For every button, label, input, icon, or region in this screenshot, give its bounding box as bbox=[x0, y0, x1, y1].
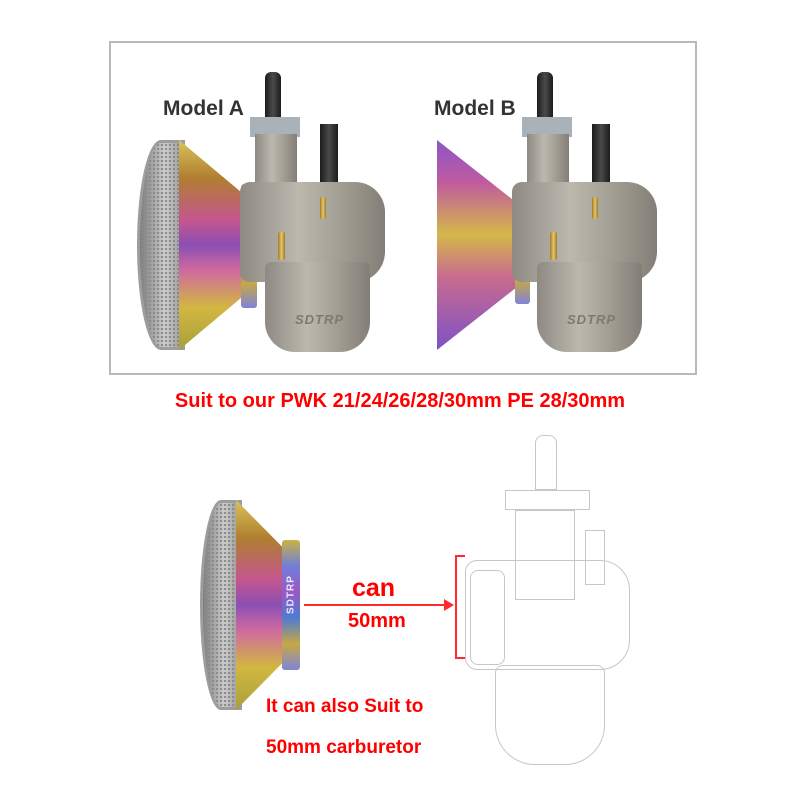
model-a-label: Model A bbox=[163, 97, 244, 120]
compatibility-headline: Suit to our PWK 21/24/26/28/30mm PE 28/3… bbox=[174, 390, 626, 412]
sketch-choke-cap bbox=[535, 435, 557, 490]
model-a-carburetor: SDTRP bbox=[240, 72, 400, 362]
mounting-ring: SDTRP bbox=[282, 540, 300, 670]
brass-fitting bbox=[550, 232, 557, 260]
sketch-inlet bbox=[470, 570, 505, 665]
float-bowl bbox=[265, 262, 370, 352]
carburetor-sketch bbox=[455, 435, 635, 775]
model-b-label: Model B bbox=[434, 97, 516, 120]
caption-line-1: It can also Suit to bbox=[266, 696, 424, 717]
fit-arrow-line bbox=[304, 604, 446, 606]
carb-logo: SDTRP bbox=[295, 312, 345, 327]
brass-fitting bbox=[592, 197, 598, 219]
sketch-carb-body bbox=[465, 560, 630, 670]
idle-screw bbox=[592, 124, 610, 194]
choke-cap bbox=[537, 72, 553, 120]
mesh-cover bbox=[200, 500, 242, 710]
sketch-idle-screw bbox=[585, 530, 605, 585]
arrow-label-size: 50mm bbox=[348, 610, 406, 632]
top-cap bbox=[250, 117, 300, 137]
velocity-stack-standalone: SDTRP bbox=[200, 500, 305, 710]
idle-screw bbox=[320, 124, 338, 194]
mesh-cover bbox=[137, 140, 185, 350]
model-b-carburetor: SDTRP bbox=[512, 72, 672, 362]
bell-mouth bbox=[179, 140, 249, 350]
caption-line-2: 50mm carburetor bbox=[266, 737, 422, 758]
float-bowl bbox=[537, 262, 642, 352]
arrow-label-can: can bbox=[352, 574, 396, 602]
bell-mouth bbox=[437, 140, 517, 350]
top-cap bbox=[522, 117, 572, 137]
fit-arrow-head-icon bbox=[444, 599, 454, 611]
brass-fitting bbox=[320, 197, 326, 219]
carb-logo: SDTRP bbox=[567, 312, 617, 327]
sketch-float-bowl bbox=[495, 665, 605, 765]
choke-cap bbox=[265, 72, 281, 120]
sketch-top-cap bbox=[505, 490, 590, 510]
sketch-slide-tower bbox=[515, 510, 575, 600]
brass-fitting bbox=[278, 232, 285, 260]
brand-mark: SDTRP bbox=[285, 575, 297, 614]
inlet-bracket bbox=[455, 555, 465, 659]
